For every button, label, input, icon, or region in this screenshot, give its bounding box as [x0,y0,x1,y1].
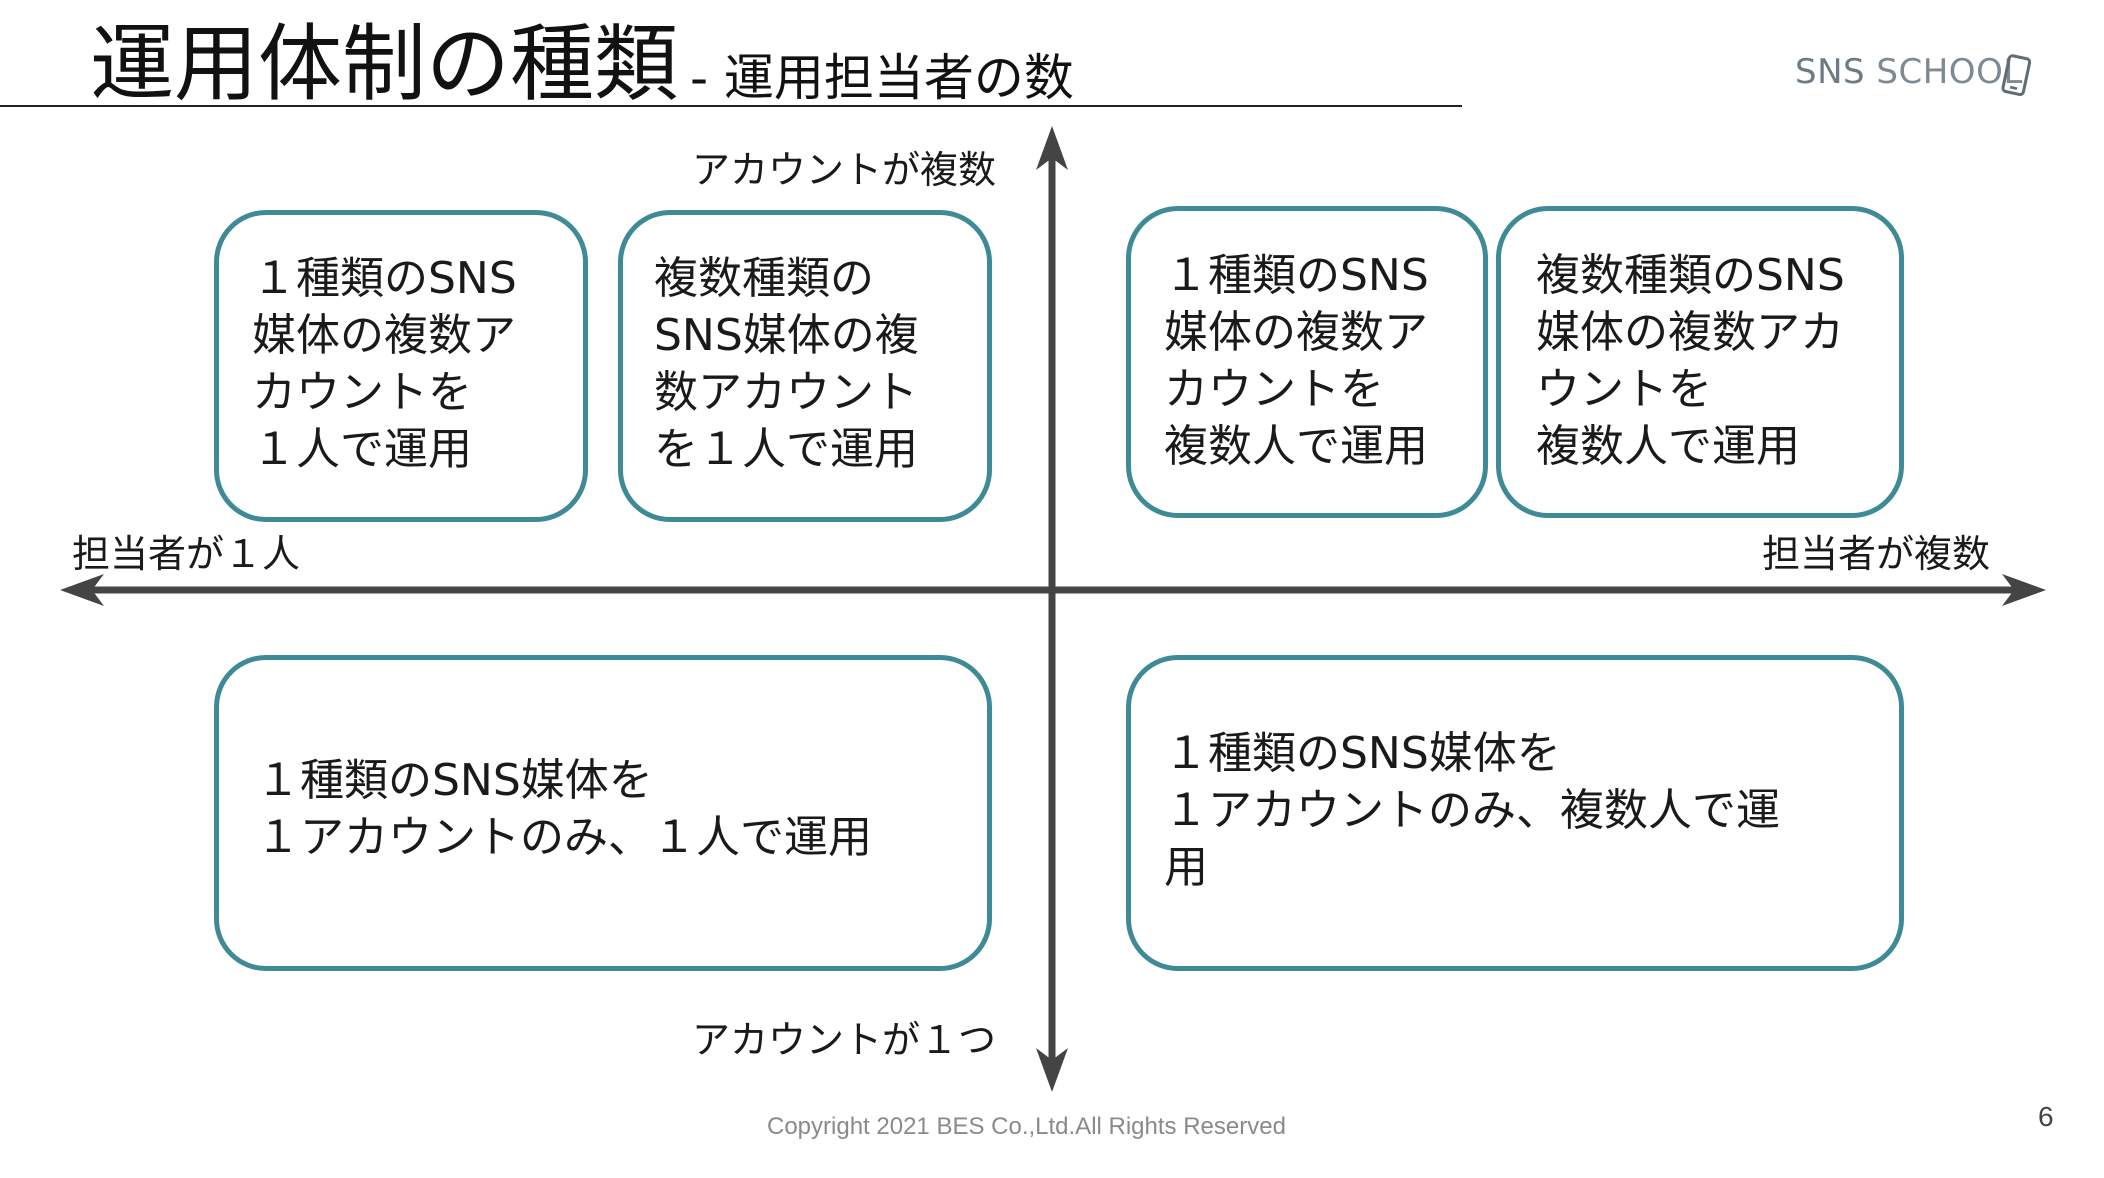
quadrant-box [214,210,588,522]
arrow-up-icon [1036,126,1068,170]
sns-school-logo: SNS SCHOOL [1795,42,2035,102]
slide-title: 運用体制の種類 [90,15,679,113]
box-text: １種類のSNS媒体を １アカウントのみ、複数人で運 用 [1164,728,1780,893]
quadrant-box [618,210,992,522]
axis-label-right: 担当者が複数 [1762,532,1991,576]
copyright-footer: Copyright 2021 BES Co.,Ltd.All Rights Re… [767,1113,1286,1140]
slide-subtitle: - 運用担当者の数 [690,49,1074,107]
arrow-left-icon [60,574,104,606]
arrow-down-icon [1036,1048,1068,1092]
quadrant-box [1126,206,1488,518]
logo-text: SNS SCHOOL [1795,52,2023,92]
smartphone-icon [2001,54,2031,97]
quadrant-box [1496,206,1904,518]
quadrant-box [1126,655,1904,971]
title-underline [0,105,1462,107]
axis-label-top: アカウントが複数 [692,148,997,192]
axis-label-bottom: アカウントが１つ [692,1018,997,1062]
box-text: 複数種類のSNS 媒体の複数アカ ウントを 複数人で運用 [1536,250,1845,472]
page-number: 6 [2038,1101,2054,1132]
axis-label-left: 担当者が１人 [72,532,301,576]
box-text: １種類のSNS 媒体の複数ア カウントを １人で運用 [252,253,517,475]
box-text: １種類のSNS 媒体の複数ア カウントを 複数人で運用 [1164,250,1429,472]
box-text: １種類のSNS媒体を １アカウントのみ、１人で運用 [256,755,872,863]
box-text: 複数種類の SNS媒体の複 数アカウント を１人で運用 [654,253,919,475]
quadrant-box [214,655,992,971]
arrow-right-icon [2002,574,2046,606]
